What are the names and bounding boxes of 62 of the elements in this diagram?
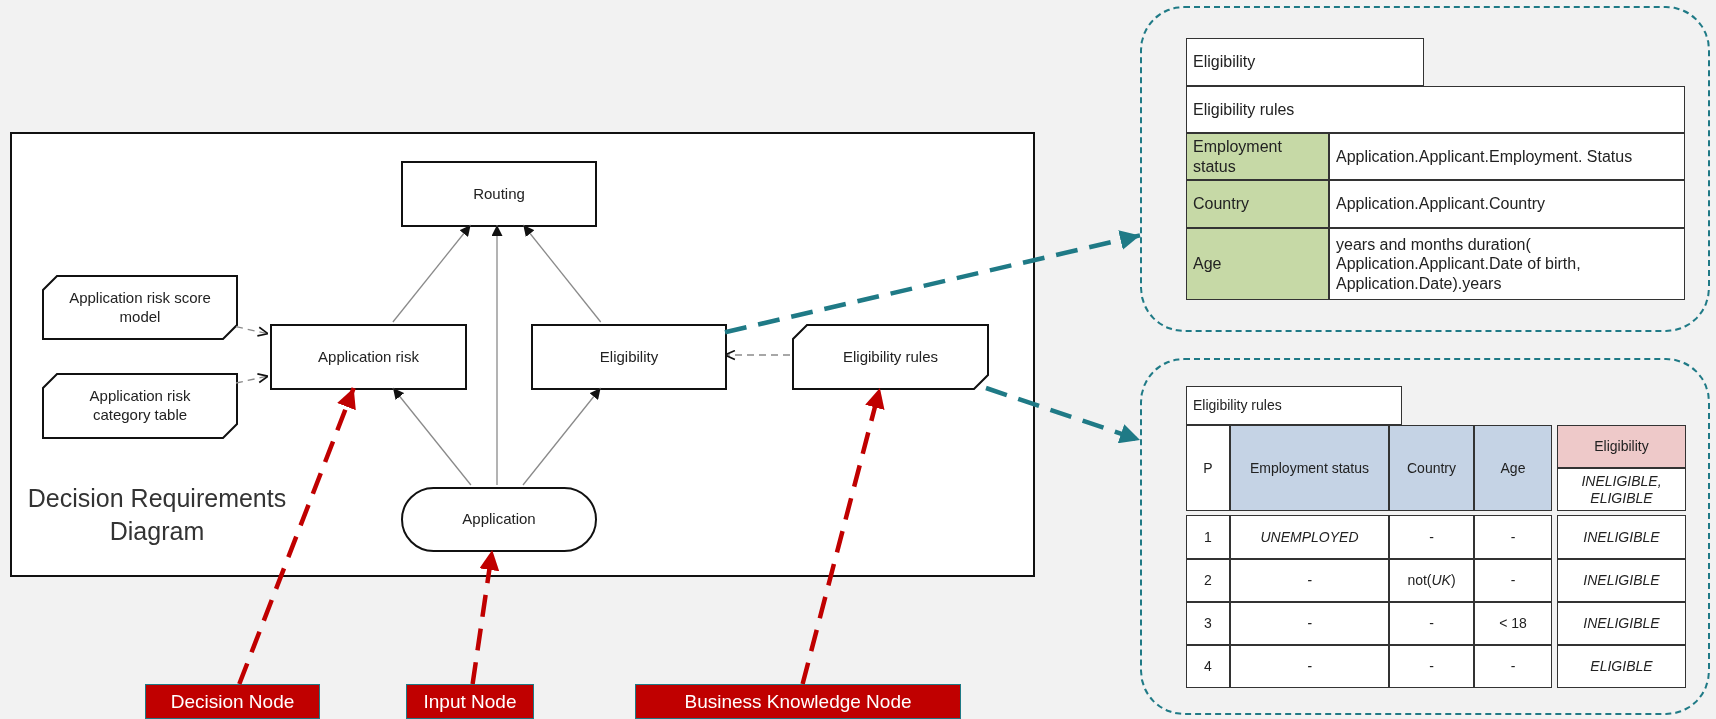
decision-box: Application risk	[270, 324, 467, 390]
dashed-arrow	[235, 326, 269, 337]
dashed-arrow	[724, 230, 1141, 335]
table-cell: -	[1474, 559, 1552, 602]
table-cell: INELIGIBLE, ELIGIBLE	[1557, 468, 1686, 511]
table-cell: years and months duration( Application.Applicant.Date of birth, Application.Date).years	[1329, 228, 1685, 300]
table-cell: P	[1186, 425, 1230, 511]
table-cell: Eligibility	[1186, 38, 1424, 86]
table-cell: 2	[1186, 559, 1230, 602]
table-cell: Employment status	[1186, 133, 1329, 180]
dashed-arrow	[235, 373, 269, 384]
table-cell: Eligibility rules	[1186, 86, 1685, 133]
table-cell: -	[1230, 559, 1389, 602]
dashed-arrow	[985, 385, 1141, 444]
table-cell: not(UK)	[1389, 559, 1474, 602]
node-label: Decision Requirements Diagram	[26, 483, 288, 547]
callout-panel	[1140, 358, 1710, 715]
table-cell: -	[1474, 645, 1552, 688]
table-cell: Country	[1186, 180, 1329, 228]
callout-panel	[1140, 6, 1710, 332]
table-cell: Employment status	[1230, 425, 1389, 511]
dashed-arrow	[800, 387, 885, 685]
dashed-arrow	[470, 549, 500, 685]
table-cell: INELIGIBLE	[1557, 559, 1686, 602]
table-cell: -	[1389, 515, 1474, 559]
table-cell: Application.Applicant.Country	[1329, 180, 1685, 228]
table-cell: 4	[1186, 645, 1230, 688]
table-cell: UNEMPLOYED	[1230, 515, 1389, 559]
table-cell: -	[1230, 645, 1389, 688]
decision-box: Routing	[401, 161, 597, 227]
diagram-frame	[10, 132, 1035, 577]
knowledge-model-shape: Eligibility rules	[792, 324, 989, 390]
callout-label: Business Knowledge Node	[635, 684, 961, 719]
knowledge-model-shape: Application risk category table	[42, 373, 238, 439]
input-data-shape: Application	[401, 487, 597, 552]
table-cell: -	[1474, 515, 1552, 559]
arrow	[491, 224, 503, 486]
knowledge-model-shape: Application risk score model	[42, 275, 238, 340]
table-cell: 3	[1186, 602, 1230, 645]
table-cell: 1	[1186, 515, 1230, 559]
callout-label: Input Node	[406, 684, 534, 719]
table-cell: Eligibility	[1557, 425, 1686, 468]
dashed-arrow	[724, 349, 791, 361]
table-cell: -	[1389, 645, 1474, 688]
table-cell: Country	[1389, 425, 1474, 511]
table-cell: Age	[1474, 425, 1552, 511]
table-cell: ELIGIBLE	[1557, 645, 1686, 688]
table-cell: INELIGIBLE	[1557, 602, 1686, 645]
table-cell: -	[1230, 602, 1389, 645]
arrow	[392, 387, 472, 486]
table-cell: INELIGIBLE	[1557, 515, 1686, 559]
callout-label: Decision Node	[145, 684, 320, 719]
table-cell: -	[1389, 602, 1474, 645]
arrow	[392, 224, 472, 323]
dashed-arrow	[237, 387, 356, 685]
table-cell: Application.Applicant.Employment. Status	[1329, 133, 1685, 180]
table-cell: < 18	[1474, 602, 1552, 645]
table-cell: Age	[1186, 228, 1329, 300]
arrow	[522, 224, 602, 323]
table-cell: Eligibility rules	[1186, 386, 1402, 425]
decision-box: Eligibility	[531, 324, 727, 390]
arrow	[522, 387, 602, 486]
